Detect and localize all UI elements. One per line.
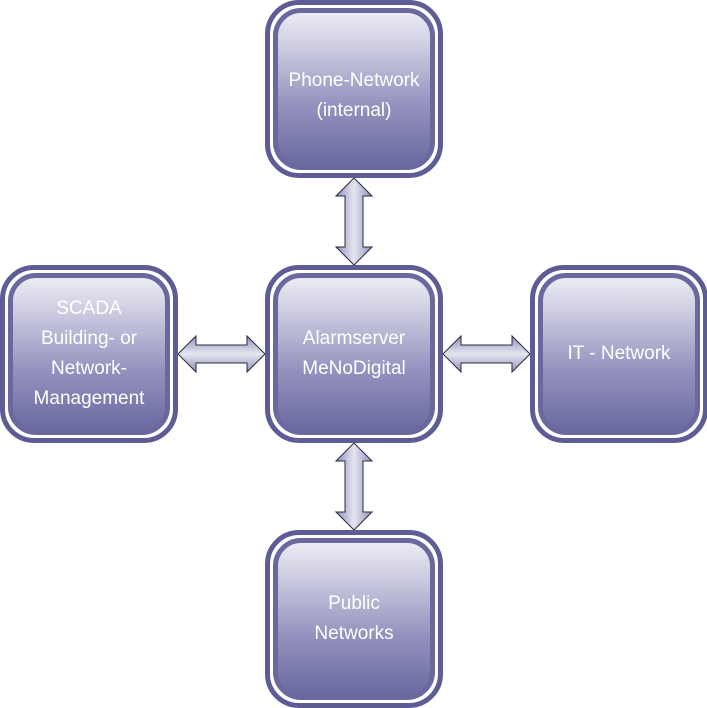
node-scada: SCADA Building- or Network- Management — [0, 265, 178, 443]
node-scada-body: SCADA Building- or Network- Management — [8, 273, 170, 435]
node-alarmserver: Alarmserver MeNoDigital — [265, 265, 443, 443]
node-phone-network: Phone-Network (internal) — [265, 0, 443, 178]
node-public-networks: Public Networks — [265, 530, 443, 708]
node-it-network-body: IT - Network — [538, 273, 700, 435]
node-alarmserver-body: Alarmserver MeNoDigital — [273, 273, 435, 435]
arrow-center-bottom — [334, 442, 374, 531]
node-label: IT - Network — [567, 343, 671, 364]
node-label: Phone-Network (internal) — [288, 70, 420, 121]
node-it-network: IT - Network — [530, 265, 707, 443]
node-public-networks-body: Public Networks — [273, 538, 435, 700]
node-label: SCADA Building- or Network- Management — [33, 298, 145, 409]
node-label: Public Networks — [314, 593, 394, 644]
node-phone-network-body: Phone-Network (internal) — [273, 8, 435, 170]
arrow-center-left — [177, 334, 266, 374]
node-label: Alarmserver MeNoDigital — [302, 328, 406, 379]
arrow-center-right — [442, 334, 531, 374]
arrow-center-top — [334, 177, 374, 266]
